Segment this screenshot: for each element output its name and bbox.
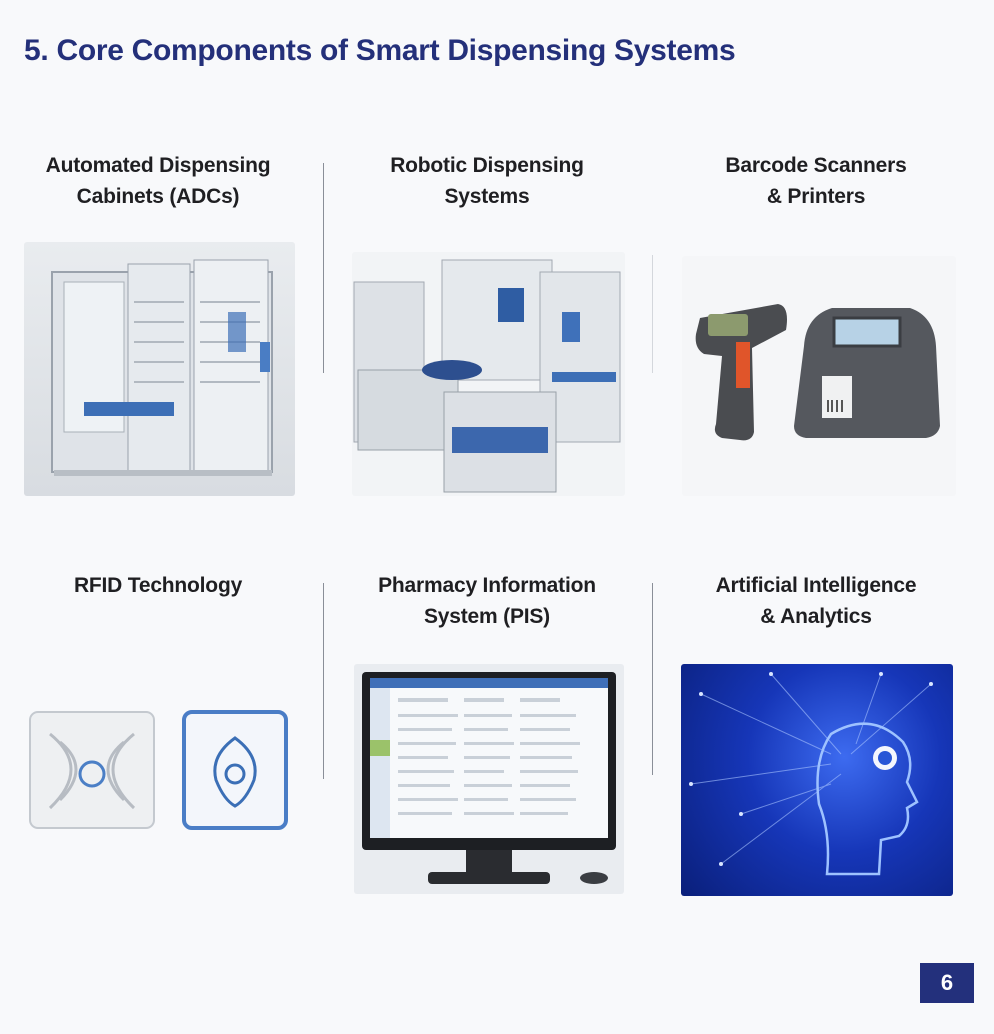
column-divider (652, 583, 653, 775)
component-label: Automated Dispensing Cabinets (ADCs) (45, 154, 271, 208)
ai-head-illustration (681, 664, 953, 896)
slide-title: 5. Core Components of Smart Dispensing S… (24, 34, 736, 67)
rfid-tags-illustration (28, 708, 290, 834)
automated-dispensing-cabinet-photo (24, 242, 295, 496)
component-label: Artificial Intelligence & Analytics (715, 574, 917, 628)
column-divider (323, 583, 324, 779)
component-label: RFID Technology (73, 574, 243, 597)
component-label: Barcode Scanners & Printers (725, 154, 907, 208)
pis-monitor-photo (354, 664, 624, 894)
column-divider (323, 163, 324, 373)
robotic-dispensing-system-photo (352, 252, 625, 496)
component-label: Robotic Dispensing Systems (390, 154, 584, 208)
barcode-scanner-printer-photo (682, 256, 956, 496)
column-divider (652, 255, 653, 373)
component-label: Pharmacy Information System (PIS) (378, 574, 596, 628)
page-number-badge: 6 (920, 963, 974, 1003)
